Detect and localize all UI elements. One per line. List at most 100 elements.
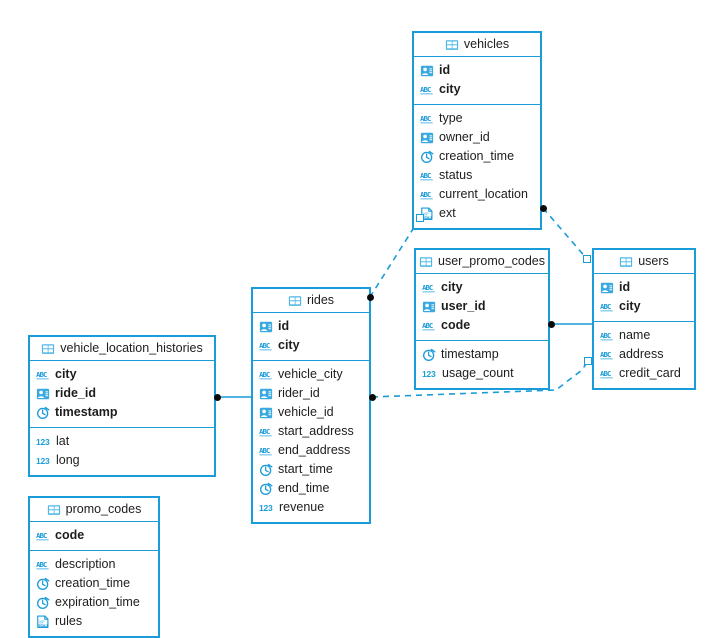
field-label: credit_card bbox=[619, 366, 681, 381]
column-field[interactable]: start_time bbox=[253, 460, 369, 479]
svg-text:ABC: ABC bbox=[420, 172, 431, 180]
column-field[interactable]: JSON rules bbox=[30, 612, 158, 631]
primary-key-field[interactable]: id bbox=[414, 61, 540, 80]
column-field[interactable]: creation_time bbox=[414, 147, 540, 166]
entity-table-title: rides bbox=[306, 293, 335, 308]
entity-table-header[interactable]: rides bbox=[253, 289, 369, 313]
number-type-icon: 123 bbox=[36, 436, 50, 447]
relationship-dot-endpoint-rides-users-from bbox=[368, 393, 376, 401]
primary-key-field[interactable]: timestamp bbox=[30, 403, 214, 422]
table-grid-icon bbox=[47, 503, 61, 517]
relationship-dot-endpoint-vehicles-rides-to bbox=[366, 293, 374, 301]
column-field[interactable]: ABC credit_card bbox=[594, 364, 694, 383]
svg-text:JSON: JSON bbox=[38, 623, 48, 627]
entity-table-header[interactable]: users bbox=[594, 250, 694, 274]
string-type-icon: ABC bbox=[420, 83, 434, 97]
string-type-icon: ABC bbox=[259, 339, 273, 353]
svg-text:ABC: ABC bbox=[36, 561, 47, 569]
table-grid-icon bbox=[288, 294, 302, 308]
relationship-square-endpoint-vehicles-rides-from bbox=[416, 214, 424, 222]
column-field[interactable]: creation_time bbox=[30, 574, 158, 593]
string-type-icon: ABC bbox=[36, 368, 50, 382]
column-field[interactable]: vehicle_id bbox=[253, 403, 369, 422]
field-label: owner_id bbox=[439, 130, 490, 145]
timestamp-type-icon bbox=[36, 596, 50, 610]
entity-table-header[interactable]: promo_codes bbox=[30, 498, 158, 522]
timestamp-type-icon bbox=[36, 406, 50, 420]
string-type-icon: ABC bbox=[259, 368, 273, 382]
primary-key-field[interactable]: id bbox=[253, 317, 369, 336]
entity-table-header[interactable]: user_promo_codes bbox=[416, 250, 548, 274]
field-label: rider_id bbox=[278, 386, 320, 401]
column-field[interactable]: ABC start_address bbox=[253, 422, 369, 441]
field-label: timestamp bbox=[55, 405, 118, 420]
primary-key-field[interactable]: id bbox=[594, 278, 694, 297]
column-field[interactable]: 123 lat bbox=[30, 432, 214, 451]
key-identity-icon bbox=[600, 281, 614, 295]
field-label: vehicle_id bbox=[278, 405, 334, 420]
svg-text:ABC: ABC bbox=[259, 342, 270, 350]
svg-text:ABC: ABC bbox=[422, 322, 433, 330]
field-label: start_address bbox=[278, 424, 354, 439]
entity-table-title: vehicle_location_histories bbox=[60, 341, 203, 356]
number-type-icon: 123 bbox=[259, 502, 273, 513]
field-label: ext bbox=[439, 206, 456, 221]
primary-key-field[interactable]: ride_id bbox=[30, 384, 214, 403]
column-field[interactable]: ABC vehicle_city bbox=[253, 365, 369, 384]
key-identity-icon bbox=[259, 320, 273, 334]
field-label: city bbox=[55, 367, 77, 382]
column-field[interactable]: rider_id bbox=[253, 384, 369, 403]
table-grid-icon bbox=[41, 342, 55, 356]
column-field[interactable]: end_time bbox=[253, 479, 369, 498]
column-field[interactable]: timestamp bbox=[416, 345, 548, 364]
entity-table-header[interactable]: vehicles bbox=[414, 33, 540, 57]
field-label: lat bbox=[56, 434, 70, 449]
svg-text:ABC: ABC bbox=[259, 428, 270, 436]
primary-key-field[interactable]: ABC city bbox=[30, 365, 214, 384]
svg-text:ABC: ABC bbox=[259, 371, 270, 379]
svg-text:ABC: ABC bbox=[36, 532, 47, 540]
column-field[interactable]: owner_id bbox=[414, 128, 540, 147]
field-label: city bbox=[619, 299, 641, 314]
timestamp-type-icon bbox=[259, 463, 273, 477]
primary-key-field[interactable]: user_id bbox=[416, 297, 548, 316]
field-label: rules bbox=[55, 614, 83, 629]
entity-table-header[interactable]: vehicle_location_histories bbox=[30, 337, 214, 361]
string-type-icon: ABC bbox=[600, 367, 614, 381]
svg-text:ABC: ABC bbox=[600, 332, 611, 340]
svg-text:ABC: ABC bbox=[600, 370, 611, 378]
field-label: end_time bbox=[278, 481, 330, 496]
column-field[interactable]: expiration_time bbox=[30, 593, 158, 612]
field-label: id bbox=[278, 319, 290, 334]
field-label: vehicle_city bbox=[278, 367, 343, 382]
field-label: start_time bbox=[278, 462, 333, 477]
